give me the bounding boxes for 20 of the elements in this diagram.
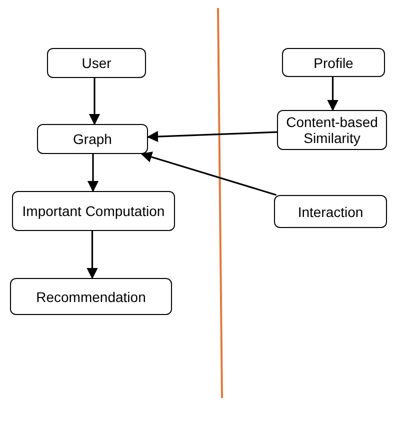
arrow	[327, 77, 338, 112]
box-label: Profile	[314, 54, 354, 70]
arrow	[140, 152, 277, 196]
arrow	[146, 130, 278, 142]
process-box	[12, 191, 175, 231]
process-box	[37, 124, 148, 154]
box-label: Recommendation	[36, 288, 146, 304]
box-label: Important Computation	[22, 203, 165, 219]
box-label: User	[82, 55, 112, 71]
arrow	[86, 231, 98, 280]
process-box	[277, 110, 387, 150]
box-label: Content-based Similarity	[285, 114, 379, 146]
process-box	[282, 48, 385, 77]
box-label: Graph	[73, 131, 112, 147]
arrow	[87, 154, 99, 192]
process-box	[274, 195, 387, 228]
box-label: Interaction	[298, 204, 364, 220]
process-box	[47, 48, 146, 78]
arrow	[88, 78, 100, 126]
process-box	[10, 278, 172, 315]
